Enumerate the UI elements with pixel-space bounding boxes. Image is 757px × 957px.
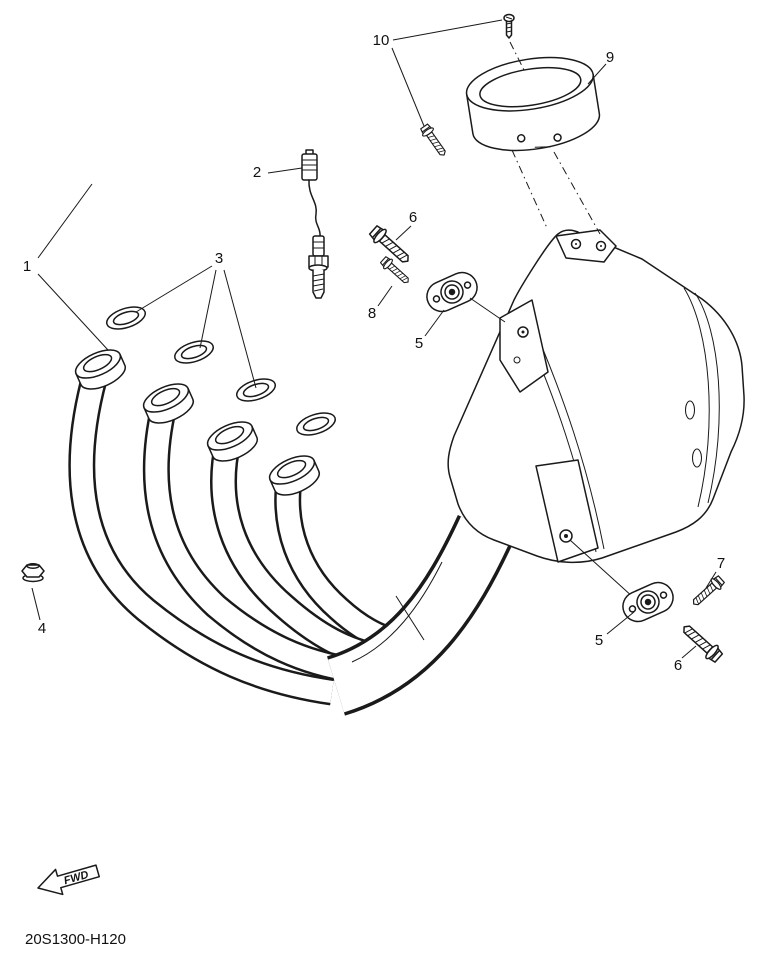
callout-3: 3 xyxy=(215,250,223,267)
exhaust-header-pipes xyxy=(68,368,400,706)
muffler-top-bracket xyxy=(555,229,617,263)
callout-6-upper: 6 xyxy=(409,209,417,226)
callout-8: 8 xyxy=(368,305,376,322)
exhaust-gasket xyxy=(103,302,149,334)
exhaust-gasket xyxy=(293,408,339,440)
callout-2: 2 xyxy=(253,164,261,181)
screw-top xyxy=(503,13,515,39)
nut-4 xyxy=(21,563,45,583)
diagram-code: 20S1300-H120 xyxy=(25,931,126,948)
assembly-line xyxy=(511,149,548,229)
callout-4: 4 xyxy=(38,620,46,637)
callout-5-lower: 5 xyxy=(595,632,603,649)
muffler-front-plate xyxy=(499,299,549,393)
mount-damper-upper xyxy=(421,266,483,318)
bolt-6-lower xyxy=(677,619,726,666)
exhaust-gasket xyxy=(171,336,217,368)
screw-7 xyxy=(688,573,727,610)
muffler-bottom-bracket xyxy=(535,459,635,599)
assembly-line xyxy=(509,41,525,71)
exhaust-gasket xyxy=(233,374,279,406)
callout-1: 1 xyxy=(23,258,31,275)
assembly-line xyxy=(553,151,601,235)
callout-10: 10 xyxy=(373,32,390,49)
fwd-label: FWD xyxy=(63,869,90,887)
collector-pipe xyxy=(326,515,515,716)
heat-shield xyxy=(465,56,601,152)
callout-9: 9 xyxy=(606,49,614,66)
muffler xyxy=(447,229,745,599)
damper-link-line xyxy=(469,297,506,323)
callout-labels: 10 9 2 1 3 6 8 5 7 6 5 4 xyxy=(23,32,725,674)
screw-shield xyxy=(418,122,450,160)
callout-7: 7 xyxy=(717,555,725,572)
callout-6-lower: 6 xyxy=(674,657,682,674)
oxygen-sensor xyxy=(301,149,329,299)
inlet-flange xyxy=(264,449,325,502)
leader-lines xyxy=(31,19,717,659)
callout-5-upper: 5 xyxy=(415,335,423,352)
fwd-arrow: FWD xyxy=(37,864,101,896)
mount-damper-lower xyxy=(617,576,679,628)
